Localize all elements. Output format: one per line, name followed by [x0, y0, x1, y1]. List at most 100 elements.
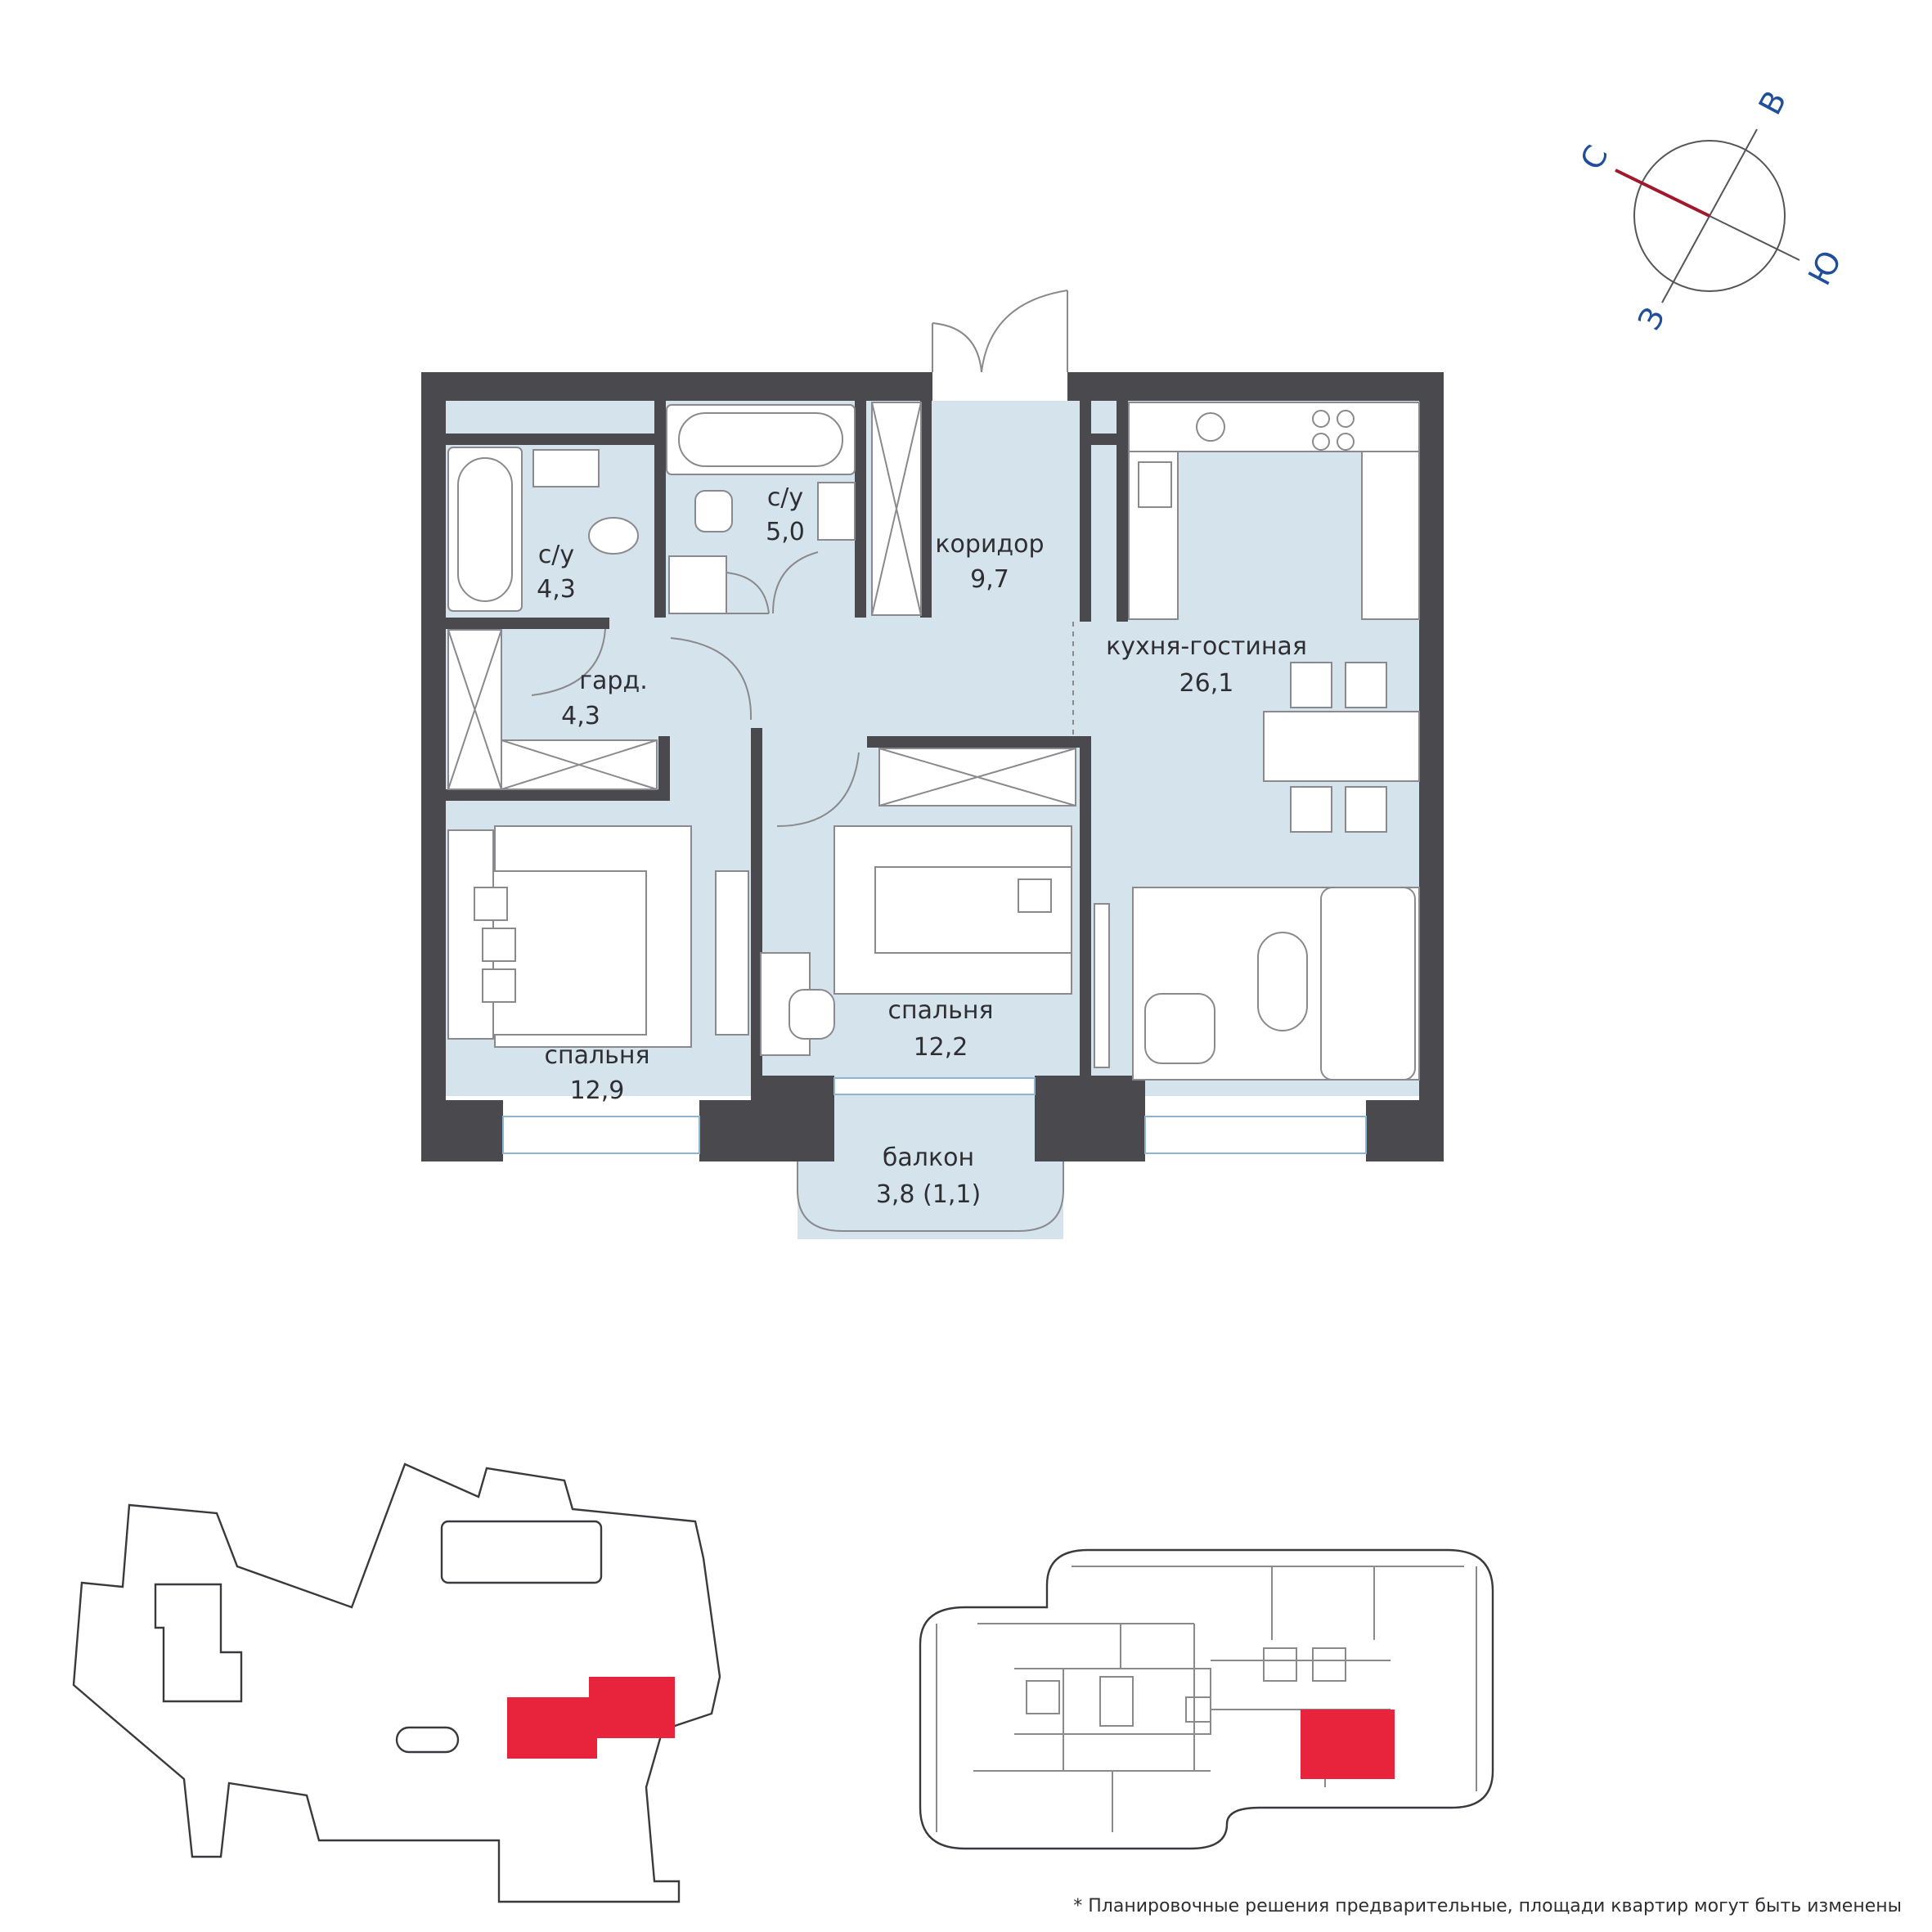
compass-axis-north-south [1709, 215, 1800, 261]
room-label-bathroom-1: с/у 4,3 [537, 541, 576, 604]
entrance-door[interactable] [932, 290, 1068, 401]
wall-left [421, 372, 446, 1161]
coffee-table [1257, 932, 1308, 1031]
window-bedroom-1 [502, 1116, 700, 1154]
bed-1-pillow-3 [482, 968, 516, 1003]
wardrobe-door [531, 628, 606, 696]
room-label-balcony: балкон 3,8 (1,1) [876, 1143, 981, 1209]
floor-key-highlighted-apartment [1301, 1710, 1395, 1779]
floor-key-core-3 [1263, 1647, 1297, 1682]
compass-letter-east: В [1752, 85, 1794, 121]
partition-bath1-right [654, 401, 666, 618]
floor-key-outline [919, 1548, 1494, 1850]
room-label-bathroom-2: с/у 5,0 [766, 483, 805, 546]
corridor-closet [871, 402, 922, 616]
bedroom-2-wardrobe-cross [878, 748, 1076, 806]
bath-2-door [726, 572, 770, 614]
bedroom-1-tv-unit [715, 870, 749, 1036]
room-name: гард. [579, 667, 647, 695]
toilet-1 [588, 517, 639, 555]
compass-circle [1633, 140, 1786, 292]
wall-bottom-balcony-left [761, 1076, 834, 1112]
bathtub-2 [666, 404, 856, 475]
room-name: спальня [544, 1041, 649, 1070]
kitchen-chair-3 [1290, 786, 1332, 833]
partition-kitchen-stub [1080, 736, 1091, 1076]
kitchen-hob-1 [1312, 410, 1330, 428]
bathroom-2-fixtures [666, 404, 856, 614]
kitchen-table [1263, 711, 1420, 782]
bedroom-1-furniture [447, 825, 749, 1048]
kitchen-tall-unit [1361, 451, 1420, 620]
partition-bedroom1-right [751, 728, 762, 1100]
room-name: балкон [883, 1143, 974, 1172]
kitchen-hob-3 [1312, 433, 1330, 451]
room-area: 4,3 [537, 575, 576, 604]
window-bedroom-2 [833, 1077, 1036, 1095]
partition-kitchen-niche-2 [1117, 401, 1128, 622]
room-area: 9,7 [970, 565, 1009, 594]
partition-wardrobe-top [446, 618, 609, 629]
wall-bottom-mid-right [1035, 1076, 1145, 1161]
room-area: 3,8 (1,1) [876, 1180, 981, 1209]
site-building-highlighted [507, 1677, 675, 1759]
floor-key-core-4 [1312, 1647, 1346, 1682]
bathtub-1 [447, 447, 523, 612]
armchair [1144, 993, 1215, 1064]
kitchen-chair-4 [1345, 786, 1387, 833]
wall-bottom-right-pier [1366, 1100, 1444, 1161]
compass: С В Ю З [1573, 85, 1849, 336]
room-label-bedroom-1: спальня 12,9 [544, 1041, 649, 1105]
bathroom-1-fixtures [447, 447, 639, 612]
site-building-1 [154, 1583, 243, 1703]
floor-key-core-5 [1185, 1696, 1211, 1723]
apartment-plan: с/у 4,3 с/у 5,0 коридор 9,7 гард. 4,3 ку… [421, 290, 1444, 1239]
partition-kitchen-niche [1088, 434, 1125, 445]
corridor-door-swing-2 [776, 752, 860, 827]
floor-key-plan [919, 1548, 1494, 1850]
wardrobe-closet-bottom-cross [501, 739, 658, 790]
site-plan [72, 1462, 721, 1903]
room-area: 26,1 [1179, 669, 1234, 698]
kitchen-chair-2 [1345, 662, 1387, 708]
partition-bath2-right [855, 401, 866, 618]
room-area: 12,9 [570, 1076, 625, 1105]
kitchen-furniture [1072, 402, 1420, 833]
partition-wardrobe-bottom [446, 789, 667, 801]
wardrobe-furniture [447, 628, 658, 790]
floor-key-core-2 [1099, 1676, 1134, 1727]
footnote: * Планировочные решения предварительные,… [1073, 1896, 1902, 1916]
kitchen-counter-top [1128, 402, 1420, 452]
sofa [1320, 887, 1416, 1081]
kitchen-chair-1 [1290, 662, 1332, 708]
sink-2 [817, 482, 856, 541]
wall-bottom-left-pier [421, 1100, 503, 1161]
room-area: 12,2 [914, 1033, 968, 1062]
site-building-2 [440, 1520, 603, 1584]
wall-right [1419, 372, 1444, 1161]
kitchen-hob-4 [1337, 433, 1355, 451]
window-living [1144, 1116, 1367, 1154]
room-name: с/у [538, 541, 574, 569]
balcony-floor [798, 1096, 1063, 1239]
entrance-door-leaf-left [932, 322, 982, 373]
bed-1-pillow-1 [474, 887, 508, 921]
room-label-bedroom-2: спальня 12,2 [887, 996, 993, 1062]
wall-top-right [1067, 372, 1440, 401]
living-zone-furniture [1094, 887, 1420, 1081]
corridor-door-swing-1 [670, 637, 753, 721]
bathtub-1-inner [457, 457, 513, 602]
room-label-corridor: коридор 9,7 [935, 530, 1044, 594]
partition-closet-right [920, 401, 932, 618]
room-name: кухня-гостиная [1106, 632, 1307, 661]
room-name: с/у [767, 483, 803, 512]
bedroom-2-furniture [760, 748, 1076, 1056]
kitchen-hob-2 [1337, 410, 1355, 428]
corridor-closet-cross [871, 402, 922, 616]
compass-letter-west: З [1631, 301, 1672, 335]
partition-kitchen-left [1080, 401, 1091, 622]
floor-key-core-1 [1026, 1680, 1060, 1714]
desk-chair [789, 989, 835, 1040]
floor-key-inner [936, 1566, 1477, 1832]
